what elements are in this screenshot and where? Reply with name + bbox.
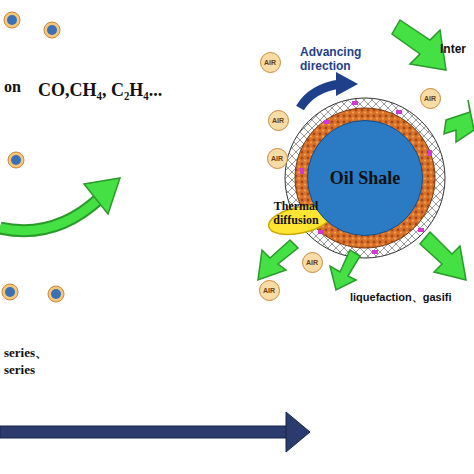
air-bubble: AIR (302, 252, 323, 273)
node-label: AIR (272, 117, 284, 124)
air-bubble: AIR (260, 52, 281, 73)
advancing-arrow (300, 72, 358, 108)
air-bubble: AIR (420, 88, 441, 109)
node-label: AIR (264, 59, 276, 66)
interface-label: Inter (440, 42, 466, 56)
node-label: AIR (271, 155, 283, 162)
air-bubble: AIR (268, 110, 289, 131)
process-arrow (0, 412, 310, 452)
air-bubble: AIR (259, 280, 280, 301)
product-series: series (4, 362, 35, 378)
gas-products: CO,CH₄, C₂H₄... (38, 80, 162, 101)
node-label: AIR (306, 259, 318, 266)
node-title: Oil Shale (330, 168, 401, 189)
gas-molecules (2, 12, 64, 302)
node-label: AIR (424, 95, 436, 102)
air-bubble: AIR (267, 148, 288, 169)
node-label: AIR (263, 287, 275, 294)
advancing-label: Advancing direction (300, 46, 366, 74)
process-label: liquefaction、gasifi (350, 290, 451, 305)
reaction-arrows (258, 20, 474, 290)
oil-shale-core: Oil Shale (307, 120, 423, 236)
flow-arrow (0, 178, 120, 231)
cropped-text: on (4, 78, 21, 96)
oil-shale-particle (285, 98, 445, 258)
thermal-label: Thermal diffusion (262, 200, 330, 228)
product-series: series、 (4, 344, 48, 362)
